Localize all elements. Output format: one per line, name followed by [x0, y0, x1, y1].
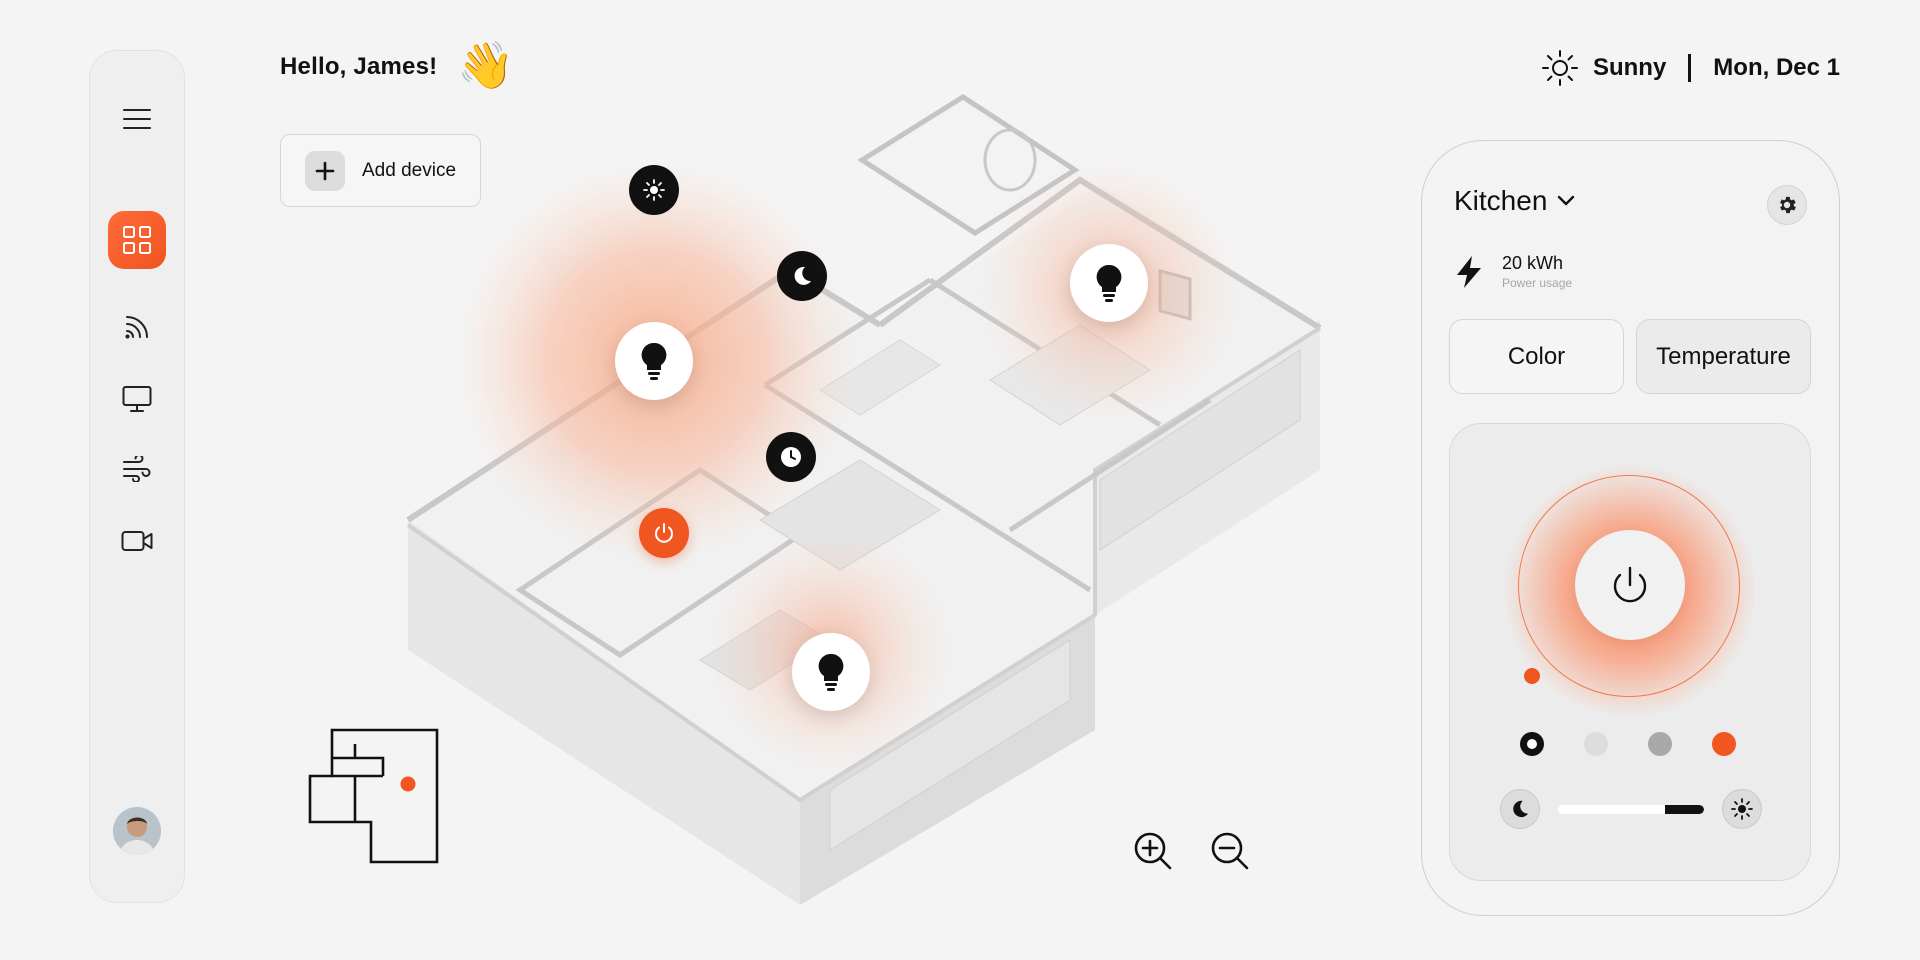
room-control-panel: Kitchen 20 kWh Power usage Color Tempera…	[1421, 140, 1840, 916]
add-device-label: Add device	[362, 159, 457, 181]
avatar[interactable]	[113, 807, 161, 855]
monitor-icon	[122, 386, 152, 412]
video-camera-icon	[121, 531, 153, 551]
weather-text: Sunny	[1592, 54, 1667, 81]
house-map	[400, 90, 1340, 920]
floorplan-minimap[interactable]	[305, 728, 440, 864]
power-toggle-button[interactable]	[1575, 530, 1685, 640]
lamp-pin-kitchen[interactable]	[792, 633, 870, 711]
lamp-pin-living[interactable]	[615, 322, 693, 400]
zoom-out-icon	[1211, 832, 1249, 870]
grid-icon	[123, 226, 151, 254]
date-text: Mon, Dec 1	[1713, 54, 1840, 81]
color-preset-orange[interactable]	[1712, 732, 1736, 756]
sidebar	[89, 50, 185, 903]
lightbulb-icon	[641, 342, 667, 380]
dial-handle[interactable]	[1524, 668, 1540, 684]
settings-button[interactable]	[1767, 185, 1807, 225]
chevron-down-icon	[1558, 195, 1575, 206]
moon-icon	[794, 266, 811, 285]
sidebar-item-wifi[interactable]	[117, 307, 157, 347]
wifi-icon	[125, 316, 148, 339]
bright-button[interactable]	[1722, 789, 1762, 829]
power-value: 20 kWh	[1502, 253, 1564, 273]
sidebar-item-camera[interactable]	[117, 521, 157, 561]
color-preset-dark[interactable]	[1520, 732, 1544, 756]
zoom-in-icon	[1134, 832, 1172, 870]
zoom-out-button[interactable]	[1209, 830, 1251, 872]
power-pin[interactable]	[639, 508, 689, 558]
sun-icon	[1731, 798, 1753, 820]
menu-button[interactable]	[119, 101, 155, 137]
moon-icon	[1513, 800, 1529, 818]
plus-icon	[305, 150, 345, 191]
user-avatar	[113, 807, 161, 855]
color-preset-gray[interactable]	[1648, 732, 1672, 756]
tab-temperature[interactable]: Temperature	[1636, 319, 1811, 394]
greeting: Hello, James!	[280, 53, 438, 80]
add-device-button[interactable]: Add device	[280, 134, 481, 207]
power-label: Power usage	[1502, 276, 1573, 290]
lightbulb-icon	[818, 653, 844, 691]
zoom-in-button[interactable]	[1132, 830, 1174, 872]
timer-pin[interactable]	[766, 432, 816, 482]
lamp-pin-bedroom[interactable]	[1070, 244, 1148, 322]
wave-emoji: 👋	[457, 39, 515, 91]
color-preset-light-gray[interactable]	[1584, 732, 1608, 756]
power-usage: 20 kWh Power usage	[1454, 253, 1572, 290]
weather-date-bar: Sunny Mon, Dec 1	[1541, 44, 1840, 92]
lightbulb-icon	[1096, 264, 1122, 302]
light-control	[1449, 423, 1811, 881]
dim-button[interactable]	[1500, 789, 1540, 829]
brightness-slider-row	[1500, 789, 1762, 829]
hamburger-icon	[123, 109, 151, 129]
brightness-slider[interactable]	[1558, 805, 1704, 814]
sidebar-item-dashboard[interactable]	[108, 211, 166, 269]
night-mode-pin[interactable]	[777, 251, 827, 301]
lightning-icon	[1457, 255, 1481, 288]
sun-icon	[1541, 50, 1578, 86]
light-mode-pin[interactable]	[629, 165, 679, 215]
dial-ring[interactable]	[1518, 475, 1740, 697]
sidebar-item-tv[interactable]	[117, 379, 157, 419]
sun-icon	[643, 179, 665, 201]
gear-icon	[1780, 196, 1796, 214]
house-illustration	[406, 94, 1322, 905]
room-selector[interactable]: Kitchen	[1454, 185, 1575, 217]
room-name: Kitchen	[1454, 185, 1548, 216]
sidebar-item-climate[interactable]	[117, 449, 157, 489]
wind-icon	[123, 456, 151, 482]
brightness-fill	[1664, 805, 1704, 814]
power-icon	[655, 523, 673, 543]
clock-icon	[781, 447, 801, 467]
selected-indicator	[1527, 739, 1537, 749]
floorplan-icon	[308, 728, 439, 864]
tab-color[interactable]: Color	[1449, 319, 1624, 394]
separator	[1688, 54, 1692, 82]
power-icon	[1613, 566, 1647, 603]
